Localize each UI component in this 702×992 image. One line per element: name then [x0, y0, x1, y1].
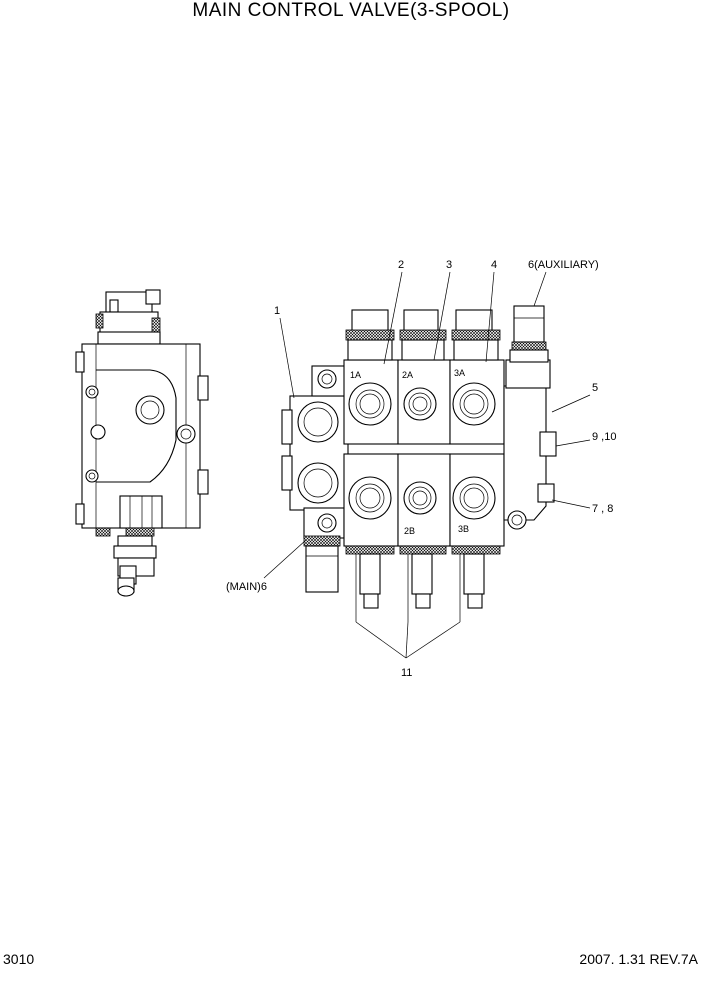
callout-1: 1: [274, 305, 280, 317]
port-2b-label: 2B: [404, 526, 415, 536]
callout-6-main: (MAIN)6: [226, 581, 267, 593]
port-3a-label: 3A: [454, 368, 465, 378]
page-number: 3010: [3, 951, 35, 967]
callout-7-8: 7 , 8: [592, 503, 613, 515]
spool-section-1: [343, 309, 399, 622]
front-view: [281, 305, 557, 622]
page-title: MAIN CONTROL VALVE(3-SPOOL): [192, 0, 510, 21]
callout-2: 2: [398, 259, 404, 271]
revision-date: 2007. 1.31 REV.7A: [579, 951, 698, 967]
side-view: [75, 289, 209, 597]
callout-5: 5: [592, 382, 598, 394]
callout-6-auxiliary: 6(AUXILIARY): [528, 259, 599, 271]
spool-section-2: [397, 309, 451, 622]
callout-9-10: 9 ,10: [592, 431, 616, 443]
port-3b-label: 3B: [458, 524, 469, 534]
callout-4: 4: [491, 259, 497, 271]
callout-11: 11: [401, 667, 412, 679]
port-2a-label: 2A: [402, 370, 413, 380]
callout-3: 3: [446, 259, 452, 271]
spool-section-3: [449, 309, 505, 622]
leader-lines: [263, 271, 591, 659]
port-1a-label: 1A: [350, 370, 361, 380]
